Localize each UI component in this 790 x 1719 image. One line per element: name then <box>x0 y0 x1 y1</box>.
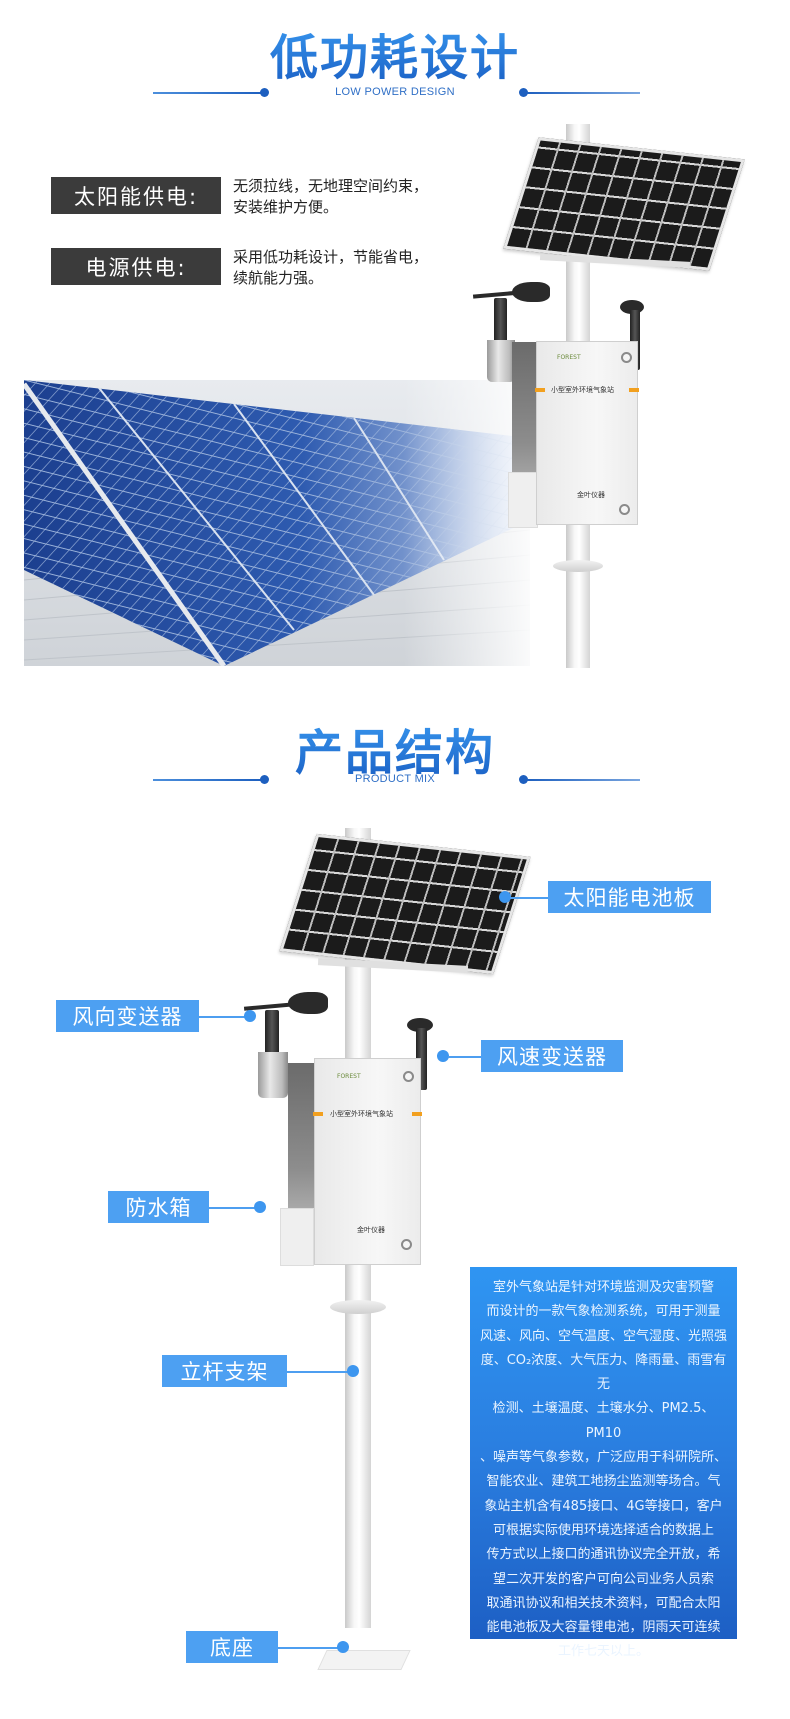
solar-power-description: 无须拉线，无地理空间约束， 安装维护方便。 <box>233 176 428 218</box>
callout-leader <box>209 1207 257 1209</box>
callout-dot <box>244 1010 256 1022</box>
solar-power-label: 太阳能供电: <box>51 177 221 214</box>
description-line: 智能农业、建筑工地扬尘监测等场合。气 <box>486 1474 721 1490</box>
description-line: 取通讯协议和相关技术资料，可配合太阳 <box>486 1595 721 1611</box>
box-vent <box>280 1208 314 1266</box>
section-title: 产品结构 <box>0 713 790 783</box>
callout-leader <box>287 1371 350 1373</box>
description-line: 象站主机含有485接口、4G等接口，客户 <box>484 1498 723 1514</box>
description-line: 而设计的一款气象检测系统，可用于测量 <box>486 1304 721 1320</box>
wind-speed-sensor <box>630 310 640 370</box>
mains-power-description: 采用低功耗设计，节能省电， 续航能力强。 <box>233 247 428 289</box>
wind-speed-sensor <box>416 1028 427 1090</box>
wind-vane-tail <box>512 282 550 302</box>
sensor-housing <box>487 340 515 382</box>
waterproof-box: FOREST 小型室外环境气象站 金叶仪器 <box>535 341 639 525</box>
product-name: 小型室外环境气象站 <box>330 1110 393 1118</box>
section-title: 低功耗设计 <box>0 18 790 88</box>
maker-name: 金叶仪器 <box>357 1226 385 1234</box>
box-vent <box>508 472 538 528</box>
callout-dot <box>254 1201 266 1213</box>
waterproof-box: FOREST 小型室外环境气象站 金叶仪器 <box>313 1058 422 1265</box>
wind-direction-sensor <box>265 1010 279 1060</box>
divider-dot-left <box>260 775 269 784</box>
mains-power-label: 电源供电: <box>51 248 221 285</box>
callout-wind-direction: 风向变送器 <box>56 1000 199 1032</box>
divider-left <box>153 92 263 94</box>
brand-logo: FOREST <box>557 354 581 361</box>
accent-bar <box>535 388 545 392</box>
product-description-box: 室外气象站是针对环境监测及灾害预警 而设计的一款气象检测系统，可用于测量 风速、… <box>470 1267 737 1659</box>
callout-leader <box>448 1056 481 1058</box>
divider-right <box>525 779 640 781</box>
section-subtitle: PRODUCT MIX <box>354 773 436 785</box>
solar-farm-photo <box>24 380 530 666</box>
accent-bar <box>412 1112 422 1116</box>
wind-direction-sensor <box>494 298 507 346</box>
description-line: 、噪声等气象参数，广泛应用于科研院所、 <box>479 1450 727 1466</box>
description-line: 度、CO₂浓度、大气压力、降雨量、雨雪有无 <box>480 1352 727 1393</box>
callout-waterproof-box: 防水箱 <box>108 1191 209 1223</box>
section-subtitle: LOW POWER DESIGN <box>335 86 455 98</box>
description-line: 工作七天以上。 <box>557 1644 649 1660</box>
description-line: 传方式以上接口的通讯协议完全开放，希 <box>486 1547 721 1563</box>
divider-left <box>153 779 263 781</box>
callout-dot <box>347 1365 359 1377</box>
screw-icon <box>621 352 632 363</box>
description-line: 望二次开发的客户可向公司业务人员索 <box>492 1571 714 1587</box>
sensor-housing <box>258 1052 288 1098</box>
maker-name: 金叶仪器 <box>577 491 605 499</box>
solar-array-image <box>24 380 530 666</box>
callout-leader <box>278 1647 340 1649</box>
description-line: 风速、风向、空气温度、空气湿度、光照强 <box>479 1328 727 1344</box>
callout-base: 底座 <box>186 1631 278 1663</box>
callout-pole-support: 立杆支架 <box>162 1355 287 1387</box>
accent-bar <box>629 388 639 392</box>
pole-flange <box>330 1300 386 1314</box>
description-line: 可根据实际使用环境选择适合的数据上 <box>492 1522 714 1538</box>
divider-dot-right <box>519 775 528 784</box>
description-line: 室外气象站是针对环境监测及灾害预警 <box>492 1280 714 1295</box>
pole-base <box>317 1650 411 1670</box>
callout-solar-panel: 太阳能电池板 <box>548 881 711 913</box>
description-line: 能电池板及大容量锂电池，阴雨天可连续 <box>486 1620 721 1636</box>
description-line: 安装维护方便。 <box>233 198 339 216</box>
pole-flange <box>553 560 603 572</box>
description-line: 无须拉线，无地理空间约束， <box>233 177 429 195</box>
description-line: 采用低功耗设计，节能省电， <box>233 248 429 266</box>
accent-bar <box>313 1112 323 1116</box>
product-name: 小型室外环境气象站 <box>551 386 614 394</box>
callout-dot <box>337 1641 349 1653</box>
callout-leader <box>199 1016 249 1018</box>
description-line: 检测、土壤温度、土壤水分、PM2.5、PM10 <box>492 1401 715 1441</box>
callout-dot <box>437 1050 449 1062</box>
brand-logo: FOREST <box>337 1073 361 1080</box>
callout-wind-speed: 风速变送器 <box>481 1040 623 1072</box>
screw-icon <box>619 504 630 515</box>
screw-icon <box>403 1071 414 1082</box>
wind-vane-tail <box>288 992 328 1014</box>
solar-panel <box>503 137 745 271</box>
description-line: 续航能力强。 <box>233 269 324 287</box>
solar-panel <box>279 833 531 975</box>
divider-right <box>525 92 640 94</box>
divider-dot-right <box>519 88 528 97</box>
callout-dot <box>499 891 511 903</box>
divider-dot-left <box>260 88 269 97</box>
callout-leader <box>510 897 548 899</box>
screw-icon <box>401 1239 412 1250</box>
